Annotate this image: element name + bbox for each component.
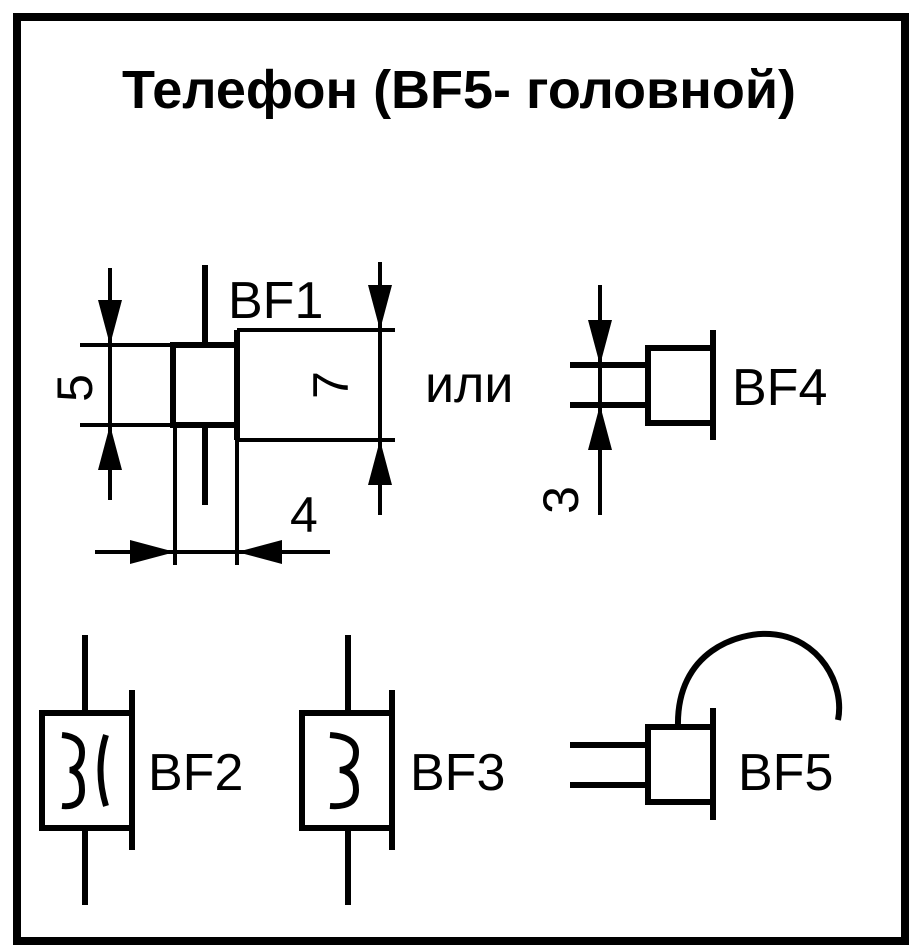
bf3-symbol	[299, 635, 395, 905]
bf5-label: BF5	[738, 744, 833, 802]
diagram-frame	[13, 13, 909, 945]
bf4-symbol	[570, 285, 716, 515]
bf2-symbol	[39, 635, 135, 905]
bf1-symbol	[80, 262, 395, 565]
dimension-3-label: 3	[533, 486, 589, 514]
bf3-label: BF3	[410, 744, 505, 802]
bf1-label: BF1	[228, 272, 323, 330]
dimension-7-label: 7	[303, 371, 359, 399]
bf5-symbol	[570, 630, 843, 820]
bf4-label: BF4	[732, 359, 827, 417]
bf2-label: BF2	[148, 744, 243, 802]
dimension-5-label: 5	[47, 374, 103, 402]
separator-text: или	[425, 356, 513, 414]
dimension-4-label: 4	[290, 487, 318, 543]
diagram-title: Телефон (BF5- головной)	[121, 60, 797, 120]
